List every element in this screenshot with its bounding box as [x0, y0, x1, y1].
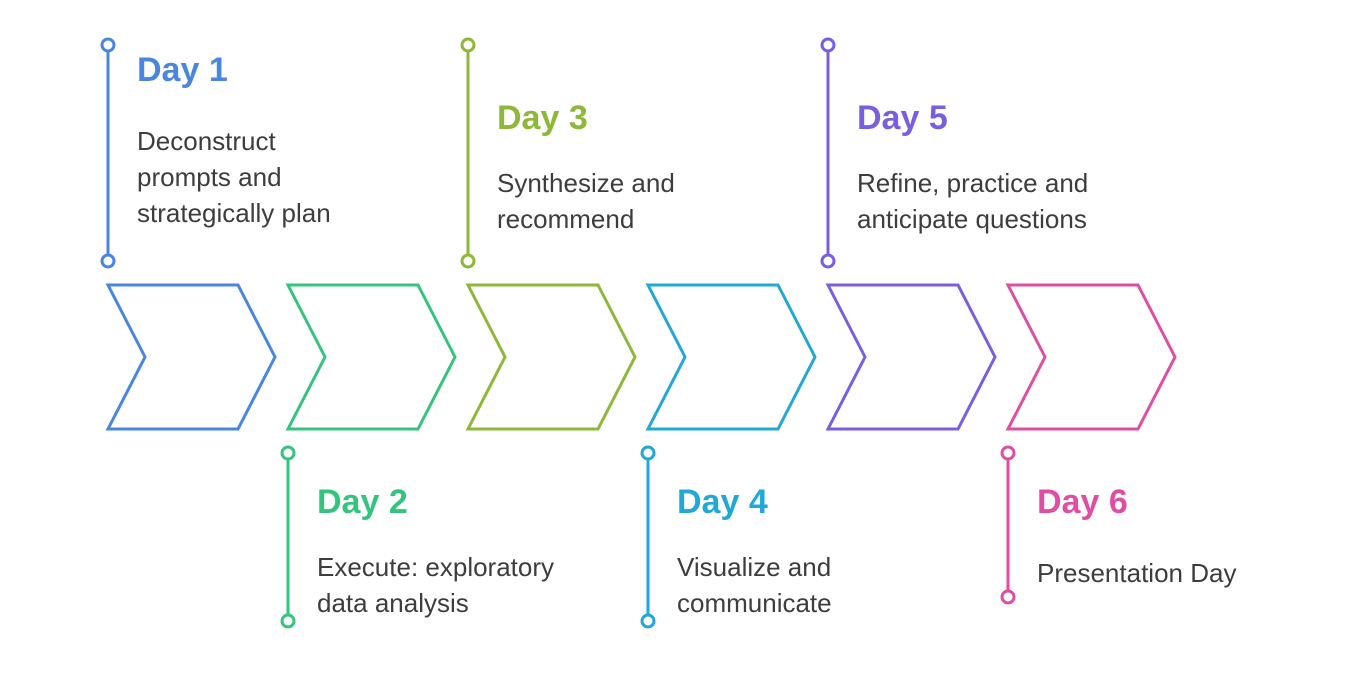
marker-lines — [100, 37, 1016, 629]
stage-title-day-4: Day 4 — [677, 483, 768, 521]
stage-description-day-3: Synthesize and — [497, 168, 675, 198]
stage-description-day-2: data analysis — [317, 588, 469, 618]
stage-title-day-3: Day 3 — [497, 99, 588, 137]
marker-dot-start-day-2 — [280, 445, 296, 461]
chevron-day-6 — [1005, 283, 1177, 431]
marker-dot-end-day-3 — [460, 253, 476, 269]
marker-dot-start-day-1 — [100, 37, 116, 53]
marker-dot-start-day-5 — [820, 37, 836, 53]
stage-description-day-4: communicate — [677, 588, 832, 618]
marker-dot-start-day-6 — [1000, 445, 1016, 461]
chevron-day-5 — [825, 283, 997, 431]
stage-description-day-4: Visualize and — [677, 552, 831, 582]
stage-description-day-5: Refine, practice and — [857, 168, 1088, 198]
stage-title-day-5: Day 5 — [857, 99, 948, 137]
marker-dot-start-day-4 — [640, 445, 656, 461]
stage-description-day-1: strategically plan — [137, 198, 331, 228]
stage-description-day-3: recommend — [497, 204, 634, 234]
chevron-day-3 — [465, 283, 637, 431]
marker-dot-end-day-4 — [640, 613, 656, 629]
stage-description-day-6: Presentation Day — [1037, 558, 1236, 588]
stage-labels: Day 1 Deconstruct prompts and strategically… — [137, 51, 1236, 618]
marker-dot-end-day-2 — [280, 613, 296, 629]
chevron-row — [105, 283, 1177, 431]
stage-description-day-1: prompts and — [137, 162, 282, 192]
stage-title-day-1: Day 1 — [137, 51, 228, 89]
stage-title-day-6: Day 6 — [1037, 483, 1128, 521]
marker-dot-end-day-5 — [820, 253, 836, 269]
marker-dot-end-day-1 — [100, 253, 116, 269]
chevron-day-1 — [105, 283, 277, 431]
chevron-day-4 — [645, 283, 817, 431]
marker-dot-end-day-6 — [1000, 589, 1016, 605]
stage-title-day-2: Day 2 — [317, 483, 408, 521]
stage-description-day-2: Execute: exploratory — [317, 552, 554, 582]
stage-description-day-5: anticipate questions — [857, 204, 1087, 234]
chevron-day-2 — [285, 283, 457, 431]
marker-dot-start-day-3 — [460, 37, 476, 53]
stage-description-day-1: Deconstruct — [137, 126, 276, 156]
